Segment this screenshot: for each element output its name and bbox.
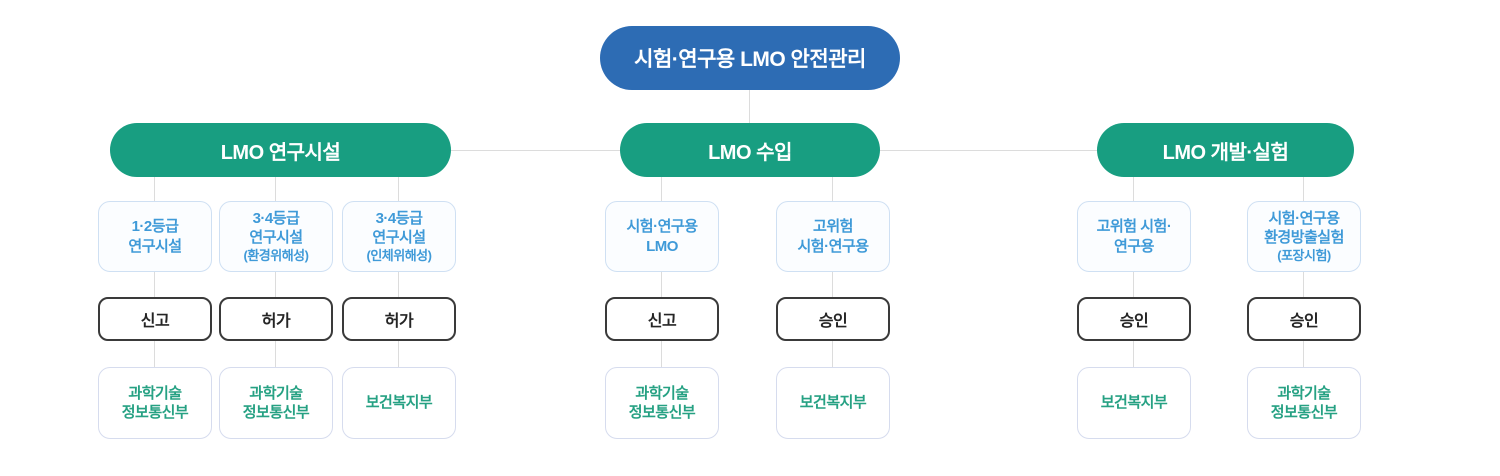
section-node-import: LMO 수입 — [620, 123, 880, 177]
connector-line — [1133, 177, 1134, 201]
connector-line — [832, 341, 833, 367]
facility-node: 시험·연구용 환경방출실험 (포장시험) — [1247, 201, 1361, 272]
facility-node: 3·4등급 연구시설 (인체위해성) — [342, 201, 456, 272]
agency-label: 보건복지부 — [365, 394, 433, 412]
action-label: 신고 — [140, 313, 170, 330]
facility-label: 1·2등급 연구시설 — [128, 218, 182, 255]
section-label: LMO 연구시설 — [220, 141, 341, 164]
section-node-research-facilities: LMO 연구시설 — [110, 123, 451, 177]
facility-note: (포장시험) — [1277, 247, 1331, 263]
connector-line — [1133, 272, 1134, 297]
facility-note: (환경위해성) — [243, 247, 309, 263]
connector-line — [398, 272, 399, 297]
facility-node: 1·2등급 연구시설 — [98, 201, 212, 272]
action-node: 승인 — [1077, 297, 1191, 341]
connector-line — [1303, 177, 1304, 201]
action-label: 승인 — [1119, 313, 1149, 330]
connector-line — [1303, 272, 1304, 297]
action-label: 승인 — [1289, 313, 1319, 330]
agency-node: 보건복지부 — [342, 367, 456, 439]
connector-line — [832, 177, 833, 201]
connector-line — [749, 90, 750, 123]
facility-node: 3·4등급 연구시설 (환경위해성) — [219, 201, 333, 272]
agency-node: 과학기술 정보통신부 — [219, 367, 333, 439]
action-node: 허가 — [219, 297, 333, 341]
facility-label: 시험·연구용 환경방출실험 — [1264, 209, 1344, 246]
facility-label: 고위험 시험· 연구용 — [1096, 218, 1172, 255]
action-label: 승인 — [818, 313, 848, 330]
facility-node: 고위험 시험·연구용 — [776, 201, 890, 272]
action-label: 허가 — [384, 313, 414, 330]
facility-node: 시험·연구용 LMO — [605, 201, 719, 272]
connector-line — [398, 341, 399, 367]
connector-line — [832, 272, 833, 297]
facility-label: 고위험 시험·연구용 — [797, 218, 870, 255]
connector-line — [275, 272, 276, 297]
section-node-develop-test: LMO 개발·실험 — [1097, 123, 1354, 177]
action-node: 승인 — [1247, 297, 1361, 341]
facility-label: 3·4등급 연구시설 — [372, 209, 426, 246]
agency-label: 과학기술 정보통신부 — [1270, 384, 1338, 422]
connector-line — [661, 177, 662, 201]
connector-line — [1133, 341, 1134, 367]
facility-note: (인체위해성) — [366, 247, 432, 263]
action-node: 신고 — [605, 297, 719, 341]
connector-line — [661, 272, 662, 297]
agency-label: 보건복지부 — [799, 394, 867, 412]
connector-line — [1303, 341, 1304, 367]
agency-node: 과학기술 정보통신부 — [1247, 367, 1361, 439]
connector-line — [154, 341, 155, 367]
section-label: LMO 수입 — [708, 141, 792, 164]
action-label: 신고 — [647, 313, 677, 330]
connector-line — [275, 341, 276, 367]
agency-label: 보건복지부 — [1100, 394, 1168, 412]
connector-line — [275, 177, 276, 201]
connector-line — [398, 177, 399, 201]
connector-line — [661, 341, 662, 367]
agency-label: 과학기술 정보통신부 — [628, 384, 696, 422]
root-node: 시험·연구용 LMO 안전관리 — [600, 26, 900, 90]
agency-node: 과학기술 정보통신부 — [605, 367, 719, 439]
facility-label: 시험·연구용 LMO — [626, 218, 699, 255]
connector-line — [451, 150, 620, 151]
connector-line — [880, 150, 1097, 151]
facility-node: 고위험 시험· 연구용 — [1077, 201, 1191, 272]
action-node: 허가 — [342, 297, 456, 341]
agency-label: 과학기술 정보통신부 — [242, 384, 310, 422]
agency-label: 과학기술 정보통신부 — [121, 384, 189, 422]
facility-label: 3·4등급 연구시설 — [249, 209, 303, 246]
root-node-label: 시험·연구용 LMO 안전관리 — [634, 48, 866, 71]
connector-line — [154, 272, 155, 297]
action-label: 허가 — [261, 313, 291, 330]
agency-node: 보건복지부 — [1077, 367, 1191, 439]
connector-line — [154, 177, 155, 201]
action-node: 신고 — [98, 297, 212, 341]
action-node: 승인 — [776, 297, 890, 341]
section-label: LMO 개발·실험 — [1162, 141, 1289, 164]
agency-node: 과학기술 정보통신부 — [98, 367, 212, 439]
agency-node: 보건복지부 — [776, 367, 890, 439]
